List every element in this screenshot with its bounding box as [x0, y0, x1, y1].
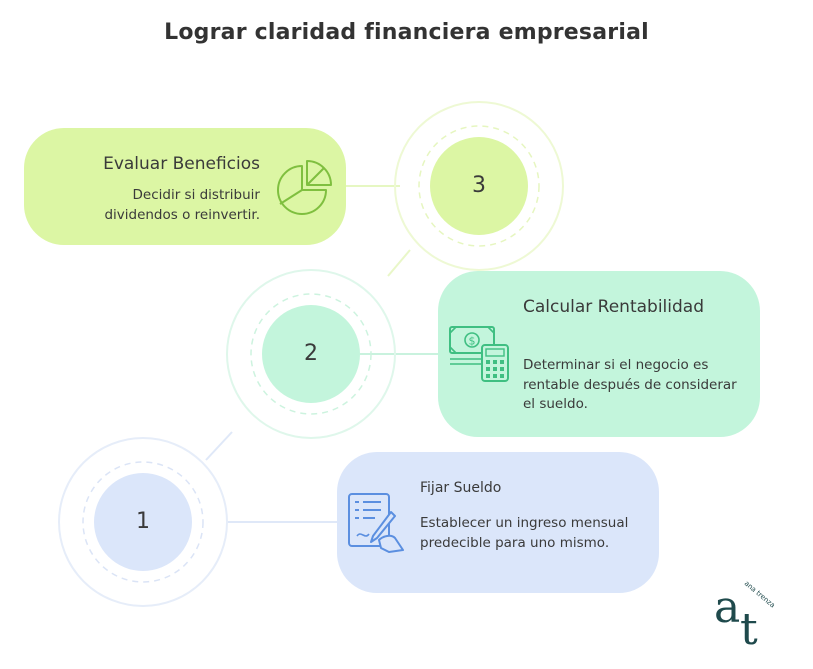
step-2-outer-ring: [226, 269, 396, 439]
step-1-dashed-ring: [82, 461, 204, 583]
step-1-number: 1: [136, 509, 150, 534]
connector-3-2: [387, 249, 411, 277]
step-2-card: Calcular Rentabilidad Determinar si el n…: [438, 271, 760, 437]
svg-text:$: $: [469, 335, 476, 348]
step-1-description: Establecer un ingreso mensual predecible…: [420, 515, 629, 551]
step-3-circle: [430, 137, 528, 235]
connector-2-1: [205, 431, 233, 461]
logo-letter-a: a: [714, 582, 740, 633]
money-calculator-icon: $: [449, 326, 509, 382]
ana-trenza-logo: a t ana trenza: [714, 579, 777, 655]
step-1-outer-ring: [58, 437, 228, 607]
logo-letter-t: t: [740, 604, 758, 655]
step-3-card: Evaluar Beneficios Decidir si distribuir…: [24, 128, 346, 245]
step-3-dashed-ring: [418, 125, 540, 247]
step-1-circle: [94, 473, 192, 571]
step-2-title: Calcular Rentabilidad: [523, 297, 704, 317]
step-3-outer-ring: [394, 101, 564, 271]
step-1-title: Fijar Sueldo: [420, 480, 502, 496]
step-3-number: 3: [472, 173, 486, 198]
pie-chart-icon: [277, 160, 332, 215]
page-title: Lograr claridad financiera empresarial: [164, 20, 649, 45]
step-2-dashed-ring: [250, 293, 372, 415]
step-3-description: Decidir si distribuir dividendos o reinv…: [104, 187, 260, 223]
step-3-title: Evaluar Beneficios: [103, 154, 260, 174]
step-2-number: 2: [304, 341, 318, 366]
step-2-description: Determinar si el negocio es rentable des…: [523, 357, 737, 413]
step-2-circle: [262, 305, 360, 403]
step-1-card: Fijar Sueldo Establecer un ingreso mensu…: [337, 452, 659, 593]
contract-signing-icon: [348, 493, 404, 553]
